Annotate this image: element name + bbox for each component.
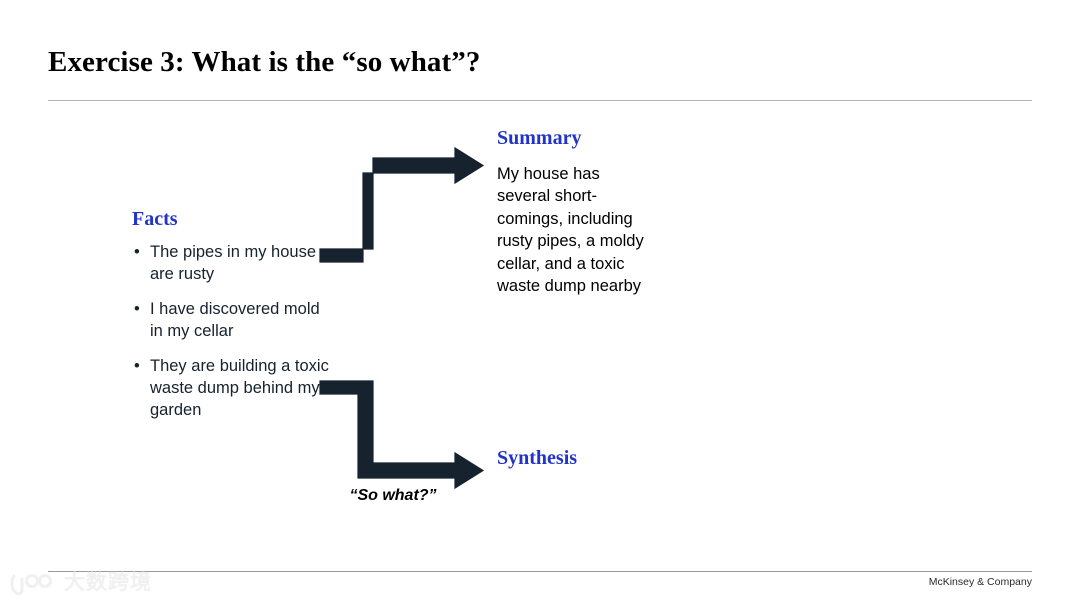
footer-divider — [48, 571, 1032, 572]
facts-heading: Facts — [132, 208, 178, 230]
synthesis-heading: Synthesis — [497, 447, 578, 469]
facts-to-synthesis-arrow — [319, 380, 485, 490]
so-what-label: “So what?” — [349, 487, 437, 504]
watermark-logo-icon — [10, 574, 52, 596]
summary-body-text: My house has several short-comings, incl… — [497, 165, 644, 296]
bullet-icon: • — [134, 357, 140, 375]
list-item-label: The pipes in my house are rusty — [150, 243, 317, 283]
summary-heading: Summary — [497, 127, 582, 149]
arrow-shape — [319, 380, 485, 490]
watermark: 大数跨境 — [10, 570, 152, 596]
bullet-icon: • — [134, 300, 140, 318]
watermark-text: 大数跨境 — [64, 571, 152, 594]
list-item: • I have discovered mold in my cellar — [132, 298, 332, 342]
list-item: • The pipes in my house are rusty — [132, 241, 332, 285]
page-title: Exercise 3: What is the “so what”? — [48, 46, 481, 78]
facts-list: • The pipes in my house are rusty • I ha… — [132, 241, 332, 421]
facts-to-summary-arrow — [319, 146, 485, 263]
bullet-icon: • — [134, 243, 140, 261]
list-item-label: They are building a toxic waste dump beh… — [150, 357, 329, 419]
arrow-shape — [319, 146, 485, 263]
title-divider — [48, 100, 1032, 101]
list-item: • They are building a toxic waste dump b… — [132, 355, 332, 421]
list-item-label: I have discovered mold in my cellar — [150, 300, 320, 340]
footer-brand-label: McKinsey & Company — [928, 576, 1032, 588]
